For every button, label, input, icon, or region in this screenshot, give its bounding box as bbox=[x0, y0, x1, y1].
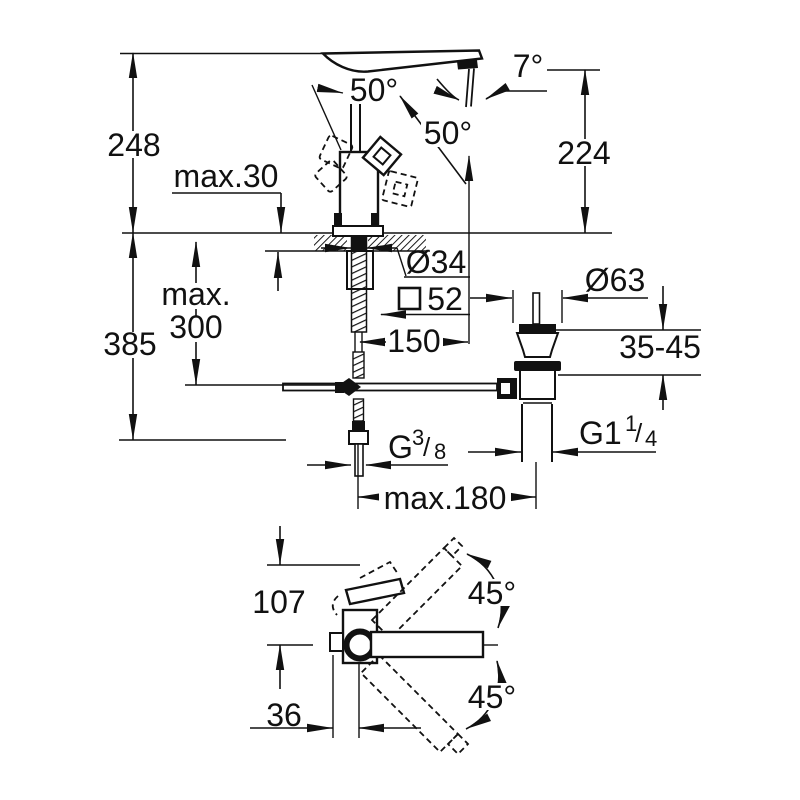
handle-dashed-inner bbox=[391, 180, 409, 198]
handle-position-dashed-3 bbox=[381, 170, 419, 208]
dim-deck-max30: max.30 bbox=[174, 158, 279, 194]
threaded-hose-lower bbox=[352, 398, 365, 422]
arc-spout-angle bbox=[433, 78, 460, 101]
leader-50-left bbox=[311, 84, 342, 151]
body-foot-left bbox=[334, 213, 342, 228]
top-body-tab bbox=[329, 632, 344, 652]
waste-ring bbox=[514, 361, 561, 371]
top-cartridge-circle bbox=[343, 628, 377, 662]
thread-g38-prefix: G bbox=[388, 429, 413, 465]
rod-joint-block bbox=[335, 382, 344, 393]
supply-shank bbox=[346, 236, 374, 477]
dim-angle-50-right: 50° bbox=[424, 115, 472, 151]
dim-shank-dia-34: Ø34 bbox=[406, 244, 466, 280]
dim-top-107: 107 bbox=[252, 584, 305, 620]
square-symbol bbox=[397, 286, 422, 311]
dim-swivel-45-down: 45° bbox=[468, 679, 516, 715]
mounting-bracket bbox=[346, 250, 374, 290]
dim-swivel-45-up: 45° bbox=[468, 575, 516, 611]
water-stream-line-2 bbox=[470, 68, 475, 107]
leader-7deg bbox=[485, 82, 547, 100]
dim-body-52: 52 bbox=[427, 281, 463, 317]
dimension-labels: 248 max.30 50° 50° 7° 224 Ø34 52 150 max… bbox=[103, 48, 701, 733]
dim-waste-dia-63: Ø63 bbox=[585, 262, 645, 298]
handle-dashed-outer bbox=[381, 170, 419, 208]
thread-g38-slash: / bbox=[423, 432, 431, 462]
top-handle-dashed-arc bbox=[331, 595, 339, 616]
top-handle-dashed bbox=[359, 560, 399, 579]
supply-tube bbox=[354, 443, 364, 477]
top-spout-dashed-down bbox=[359, 653, 460, 754]
waste-body bbox=[519, 369, 556, 400]
top-spout bbox=[369, 630, 485, 659]
dim-angle-50-left: 50° bbox=[350, 72, 398, 108]
threaded-hose-upper bbox=[352, 351, 365, 379]
top-view bbox=[329, 536, 498, 756]
thread-g114-prefix: G1 bbox=[579, 415, 622, 451]
dim-offset-36: 36 bbox=[266, 697, 302, 733]
waste-flange-top bbox=[519, 324, 556, 333]
water-stream-line-1 bbox=[465, 68, 470, 108]
hose-nut bbox=[348, 430, 369, 445]
thread-g114-slash: / bbox=[635, 418, 643, 448]
thread-g38-num: 3 bbox=[412, 425, 424, 450]
rod-clamp-inner bbox=[501, 383, 510, 394]
handle-cube bbox=[361, 135, 403, 177]
dim-height-248: 248 bbox=[107, 127, 160, 163]
dim-hose-max: max. bbox=[161, 276, 230, 312]
dim-centers-max180: max.180 bbox=[384, 480, 507, 516]
waste-stem bbox=[532, 292, 541, 325]
dim-height-224: 224 bbox=[557, 135, 610, 171]
handle-position-dashed-2 bbox=[314, 159, 348, 193]
waste-assembly bbox=[497, 292, 561, 462]
dim-stream-angle-7: 7° bbox=[513, 48, 544, 84]
dim-deck-range-3545: 35-45 bbox=[619, 329, 701, 365]
dim-below-385: 385 bbox=[103, 326, 156, 362]
handle-position-dashed-1 bbox=[318, 134, 354, 170]
shank-dark-top bbox=[351, 237, 367, 250]
thread-g38-den: 8 bbox=[434, 439, 446, 464]
top-spout-dashed-up-end bbox=[442, 536, 464, 558]
handle-cube-inner bbox=[372, 146, 392, 166]
rod-joint bbox=[336, 378, 361, 396]
arrow-50-left bbox=[316, 83, 344, 94]
aerator bbox=[457, 60, 478, 70]
dim-reach-150: 150 bbox=[387, 323, 440, 359]
body-foot-right bbox=[371, 213, 379, 228]
top-handle bbox=[344, 577, 406, 606]
top-spout-dashed-down-end bbox=[446, 732, 470, 756]
base-flange bbox=[332, 225, 384, 237]
faucet-body bbox=[314, 49, 484, 237]
side-view bbox=[122, 49, 612, 477]
thread-g114-num: 1 bbox=[625, 411, 637, 436]
waste-flange bbox=[515, 332, 560, 358]
pop-up-rod bbox=[282, 378, 498, 396]
spout bbox=[320, 49, 484, 73]
leader-34 bbox=[396, 247, 407, 277]
thread-g114-den: 4 bbox=[645, 426, 657, 451]
dim-hose-300: 300 bbox=[169, 309, 222, 345]
top-view-dimensions bbox=[250, 526, 511, 738]
